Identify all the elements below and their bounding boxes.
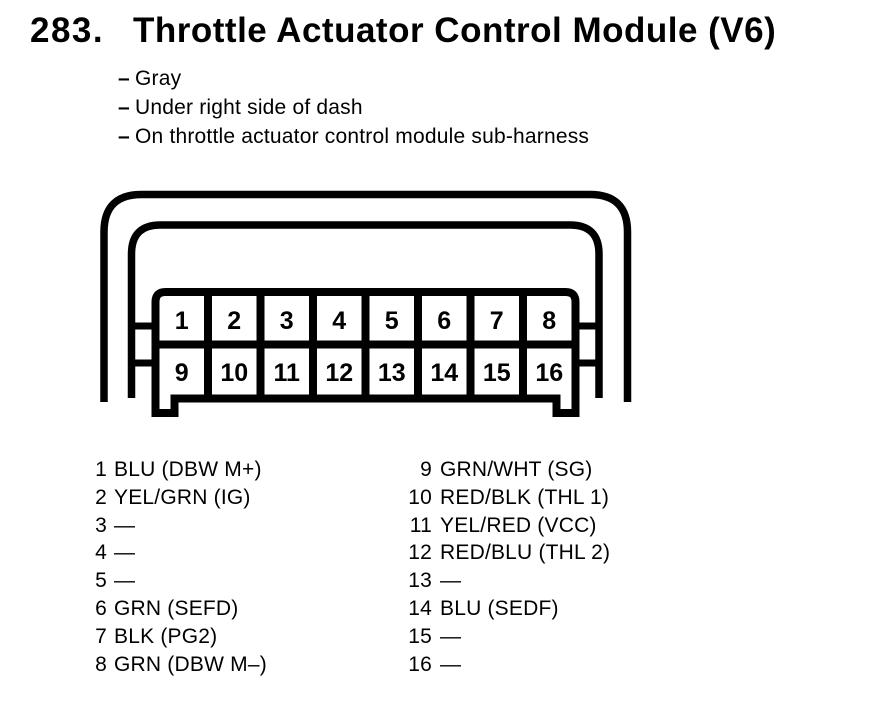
pin-cavity-1: 1	[175, 307, 189, 335]
pin-row-9: 9 GRN/WHT (SG)	[385, 456, 610, 484]
note-line: –Under right side of dash	[118, 93, 589, 122]
pin-row-12: 12 RED/BLU (THL 2)	[385, 539, 610, 567]
section-number: 283.	[30, 11, 105, 50]
pin-cavity-5: 5	[385, 307, 399, 335]
pin-row-1: 1 BLU (DBW M+)	[60, 456, 267, 484]
pin-number: 11	[409, 513, 432, 537]
note-dash: –	[118, 125, 130, 148]
pin-cavity-14: 14	[430, 359, 458, 387]
pin-label: BLU (SEDF)	[440, 596, 559, 620]
pin-cavity-16: 16	[535, 359, 563, 387]
pin-number: 15	[408, 624, 432, 648]
pin-cavity-4: 4	[332, 307, 346, 335]
note-line: –Gray	[118, 64, 589, 93]
pin-row-6: 6 GRN (SEFD)	[60, 595, 267, 623]
pin-label: GRN (SEFD)	[114, 596, 239, 620]
pin-number: 4	[95, 541, 107, 565]
pin-number: 6	[95, 596, 107, 620]
pin-label: BLK (PG2)	[114, 624, 218, 648]
pin-list-right: 9 GRN/WHT (SG) 10 RED/BLK (THL 1) 11 YEL/RE…	[385, 456, 610, 678]
pin-label: —	[114, 541, 136, 565]
pin-cavity-7: 7	[490, 307, 504, 335]
notes-list: –Gray –Under right side of dash –On thro…	[118, 64, 589, 151]
pin-cavity-2: 2	[227, 307, 241, 335]
pin-grid-lines	[155, 292, 576, 399]
pin-row-3: 3—	[60, 512, 267, 540]
pin-row-5: 5—	[60, 567, 267, 595]
pin-cavity-3: 3	[280, 307, 294, 335]
pin-row-14: 14 BLU (SEDF)	[385, 595, 610, 623]
pin-label: YEL/GRN (IG)	[114, 485, 251, 509]
pin-number: 9	[420, 458, 432, 481]
note-text: Gray	[135, 67, 182, 90]
pin-cavity-10: 10	[220, 359, 248, 387]
pin-cavity-13: 13	[378, 359, 406, 387]
pin-number: 12	[408, 541, 432, 565]
pin-cavity-8: 8	[542, 307, 556, 335]
pin-number: 16	[408, 652, 432, 676]
pin-label: —	[114, 513, 136, 537]
pin-label: BLU (DBW M+)	[114, 458, 262, 481]
pin-label: RED/BLU (THL 2)	[440, 541, 611, 565]
pin-number: 8	[95, 652, 107, 676]
pin-label: RED/BLK (THL 1)	[440, 485, 610, 509]
pin-number: 10	[408, 485, 432, 509]
pin-row-16: 16 —	[385, 651, 610, 679]
pin-label: GRN (DBW M–)	[114, 652, 267, 676]
connector-body	[151, 288, 580, 417]
pin-cavity-12: 12	[325, 359, 353, 387]
pin-label: YEL/RED (VCC)	[440, 513, 597, 537]
pin-number: 2	[95, 485, 107, 509]
pin-row-15: 15 —	[385, 623, 610, 651]
pin-cavity-6: 6	[437, 307, 451, 335]
pin-row-13: 13 —	[385, 567, 610, 595]
page-title: Throttle Actuator Control Module (V6)	[133, 11, 777, 50]
pin-row-11: 11 YEL/RED (VCC)	[385, 512, 610, 540]
pin-cavity-9: 9	[175, 359, 189, 387]
pin-number: 1	[95, 458, 107, 481]
connector-side-latches	[131, 322, 599, 367]
note-dash: –	[118, 67, 130, 90]
pin-number: 14	[408, 596, 432, 620]
pin-number: 13	[408, 569, 432, 593]
pin-number: 5	[95, 569, 107, 593]
pin-label: —	[440, 569, 462, 593]
pin-number: 7	[95, 624, 107, 648]
pin-label: —	[440, 652, 462, 676]
pin-row-4: 4—	[60, 539, 267, 567]
pin-row-2: 2 YEL/GRN (IG)	[60, 484, 267, 512]
connector-inner-shell	[127, 221, 603, 398]
pin-cavity-15: 15	[483, 359, 511, 387]
pin-row-10: 10 RED/BLK (THL 1)	[385, 484, 610, 512]
pin-label: —	[114, 569, 136, 593]
pin-row-7: 7 BLK (PG2)	[60, 623, 267, 651]
note-text: Under right side of dash	[135, 96, 363, 119]
note-text: On throttle actuator control module sub-…	[135, 125, 590, 148]
note-dash: –	[118, 96, 130, 119]
pin-cavity-11: 11	[274, 359, 301, 387]
connector-outer-shell	[100, 190, 632, 402]
pin-label: —	[440, 624, 462, 648]
pin-row-8: 8 GRN (DBW M–)	[60, 651, 267, 679]
pin-number: 3	[95, 513, 107, 537]
title-row: 283. Throttle Actuator Control Module (V…	[30, 12, 776, 50]
pin-label: GRN/WHT (SG)	[440, 458, 593, 481]
note-line: –On throttle actuator control module sub…	[118, 122, 589, 151]
